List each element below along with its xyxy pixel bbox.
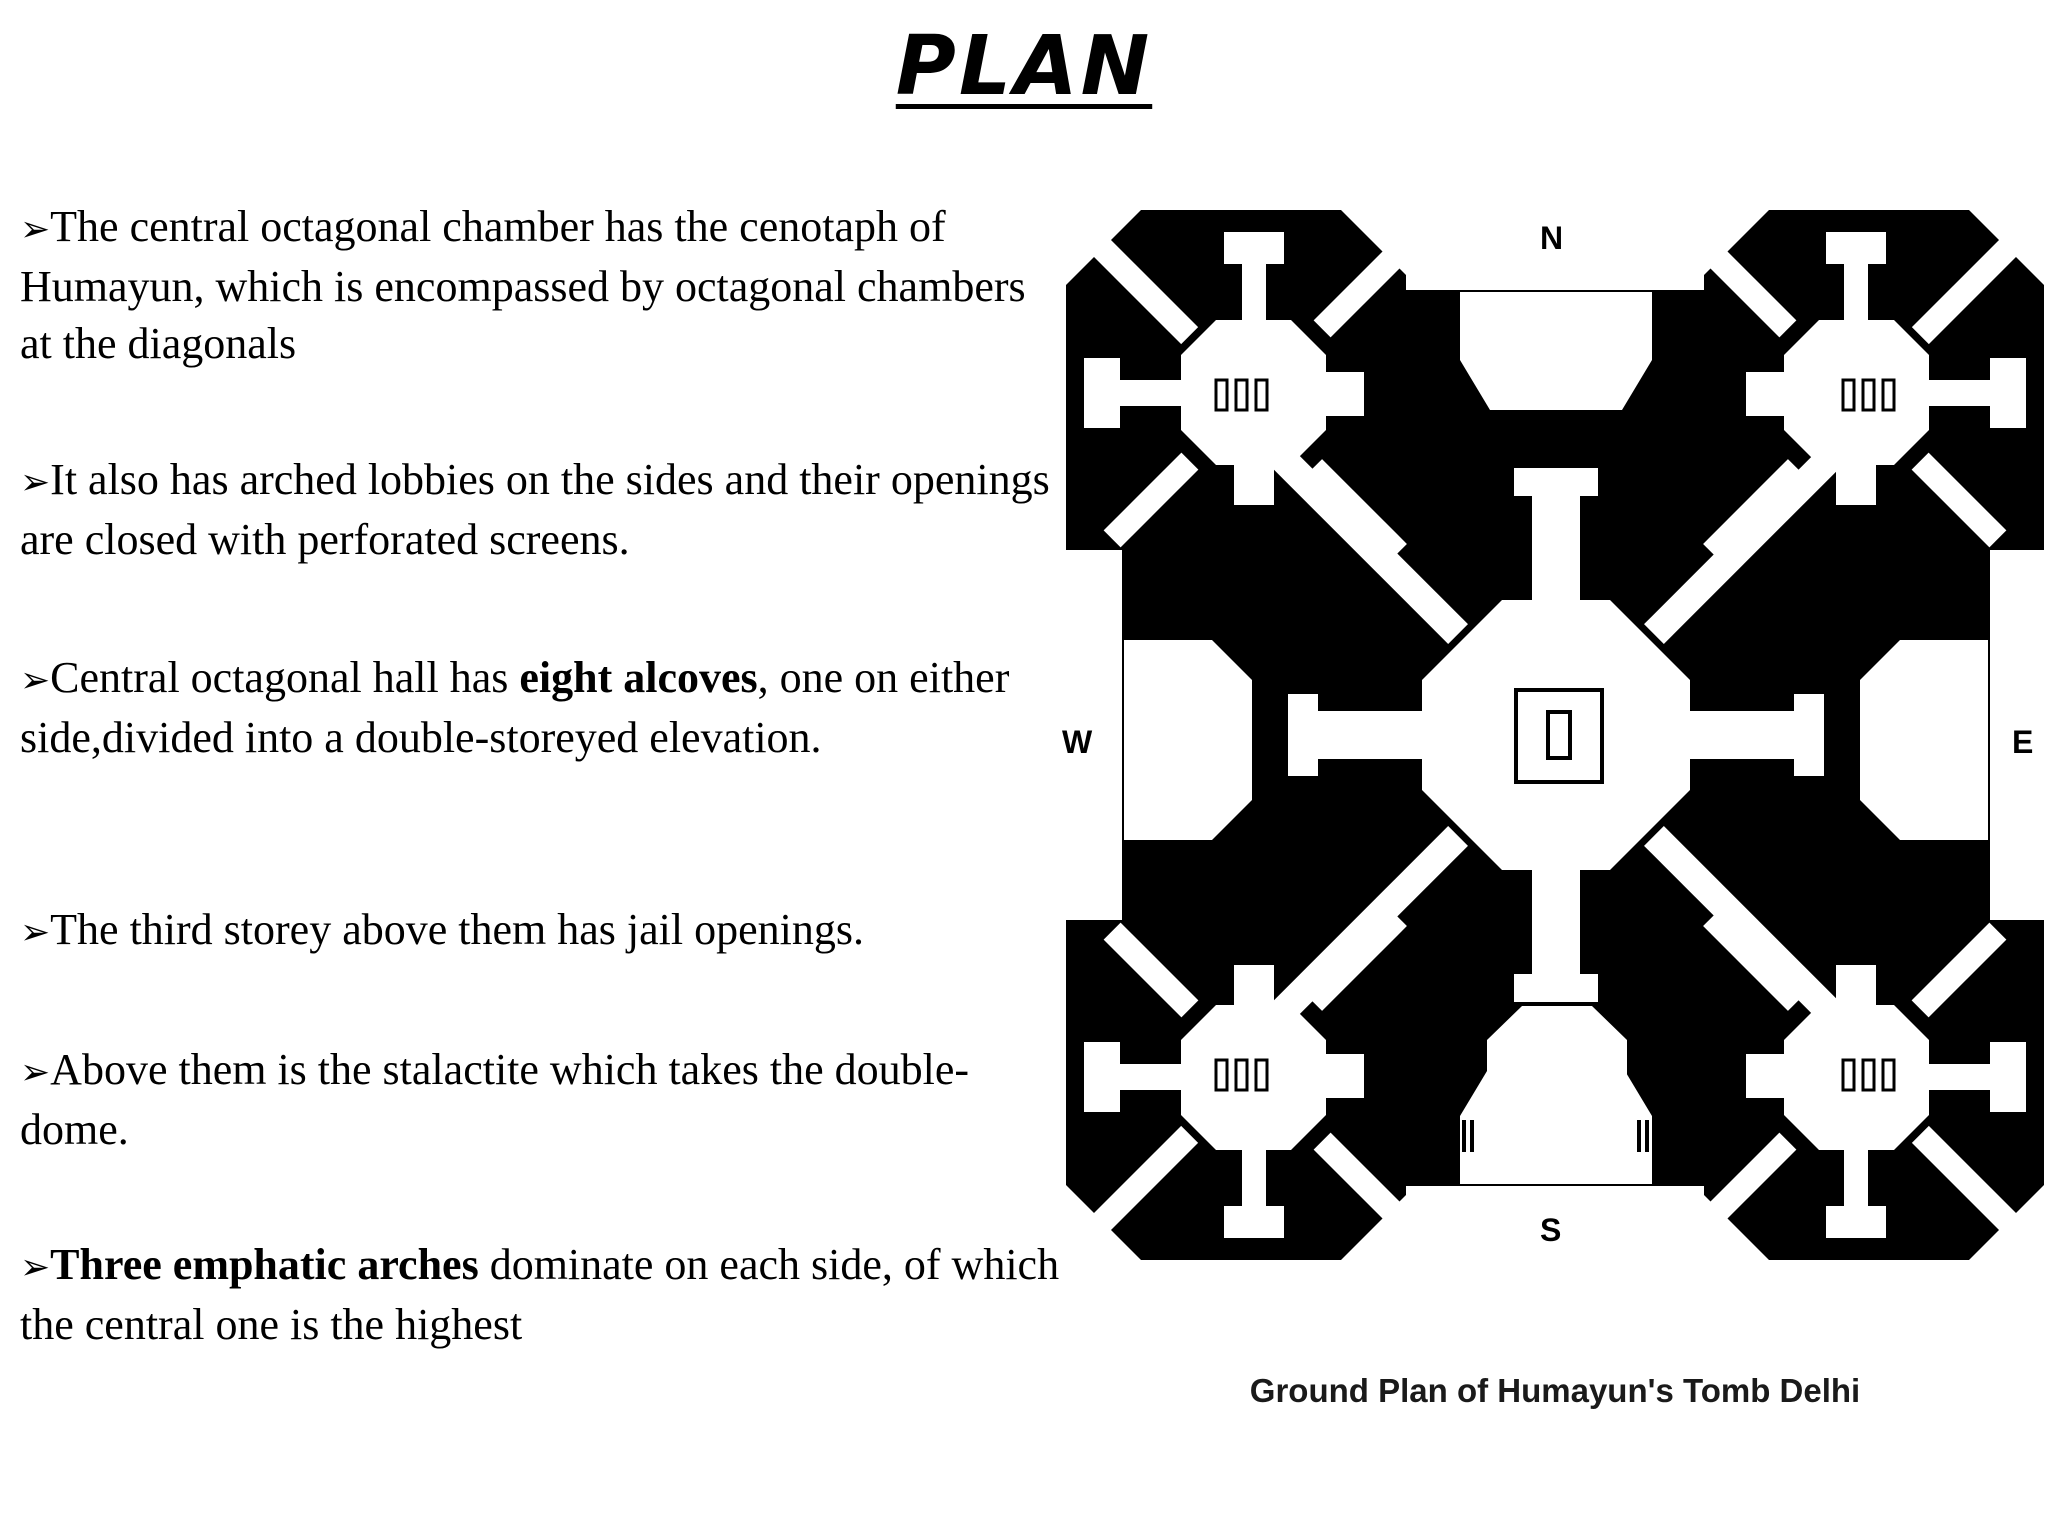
bullet-item: ➢It also has arched lobbies on the sides… [20, 451, 1062, 568]
compass-north-label: N [1540, 220, 1564, 256]
arrow-bullet-icon: ➢ [20, 660, 51, 701]
arrow-bullet-icon: ➢ [20, 209, 51, 250]
bullet-tail: , one on either side,divided into a doub… [20, 653, 1010, 762]
compass-east-label: E [2012, 724, 2034, 760]
compass-south-label: S [1540, 1212, 1562, 1248]
arrow-bullet-icon: ➢ [20, 1052, 51, 1093]
arrow-bullet-icon: ➢ [20, 462, 51, 503]
bullet-tail: dominate on each side, of which the cent… [20, 1240, 1060, 1349]
ground-plan-drawing [1062, 210, 2048, 1260]
bullet-text: It also has arched lobbies on the sides … [20, 455, 1050, 564]
compass-west-label: W [1062, 724, 1093, 760]
bullet-lead: Central octagonal hall has [50, 653, 520, 702]
ground-plan-figure: N S W E [1062, 210, 2048, 1260]
page-title: PLAN [0, 18, 2048, 116]
bullet-text: Above them is the stalactite which takes… [20, 1045, 970, 1154]
bullet-item: ➢Above them is the stalactite which take… [20, 1041, 1062, 1158]
bullet-text: The central octagonal chamber has the ce… [20, 202, 1026, 368]
arrow-bullet-icon: ➢ [20, 912, 51, 953]
bullet-item: ➢The central octagonal chamber has the c… [20, 198, 1062, 372]
page-title-text: PLAN [895, 19, 1153, 114]
bullet-item: ➢Central octagonal hall has eight alcove… [20, 649, 1062, 766]
bullet-bold: eight alcoves [519, 653, 758, 702]
bullet-item: ➢Three emphatic arches dominate on each … [20, 1236, 1062, 1353]
bullet-text: The third storey above them has jail ope… [50, 905, 864, 954]
arrow-bullet-icon: ➢ [20, 1247, 51, 1288]
bullet-item: ➢The third storey above them has jail op… [20, 901, 1062, 961]
figure-caption: Ground Plan of Humayun's Tomb Delhi [1249, 1372, 1861, 1409]
bullet-bold: Three emphatic arches [50, 1240, 479, 1289]
